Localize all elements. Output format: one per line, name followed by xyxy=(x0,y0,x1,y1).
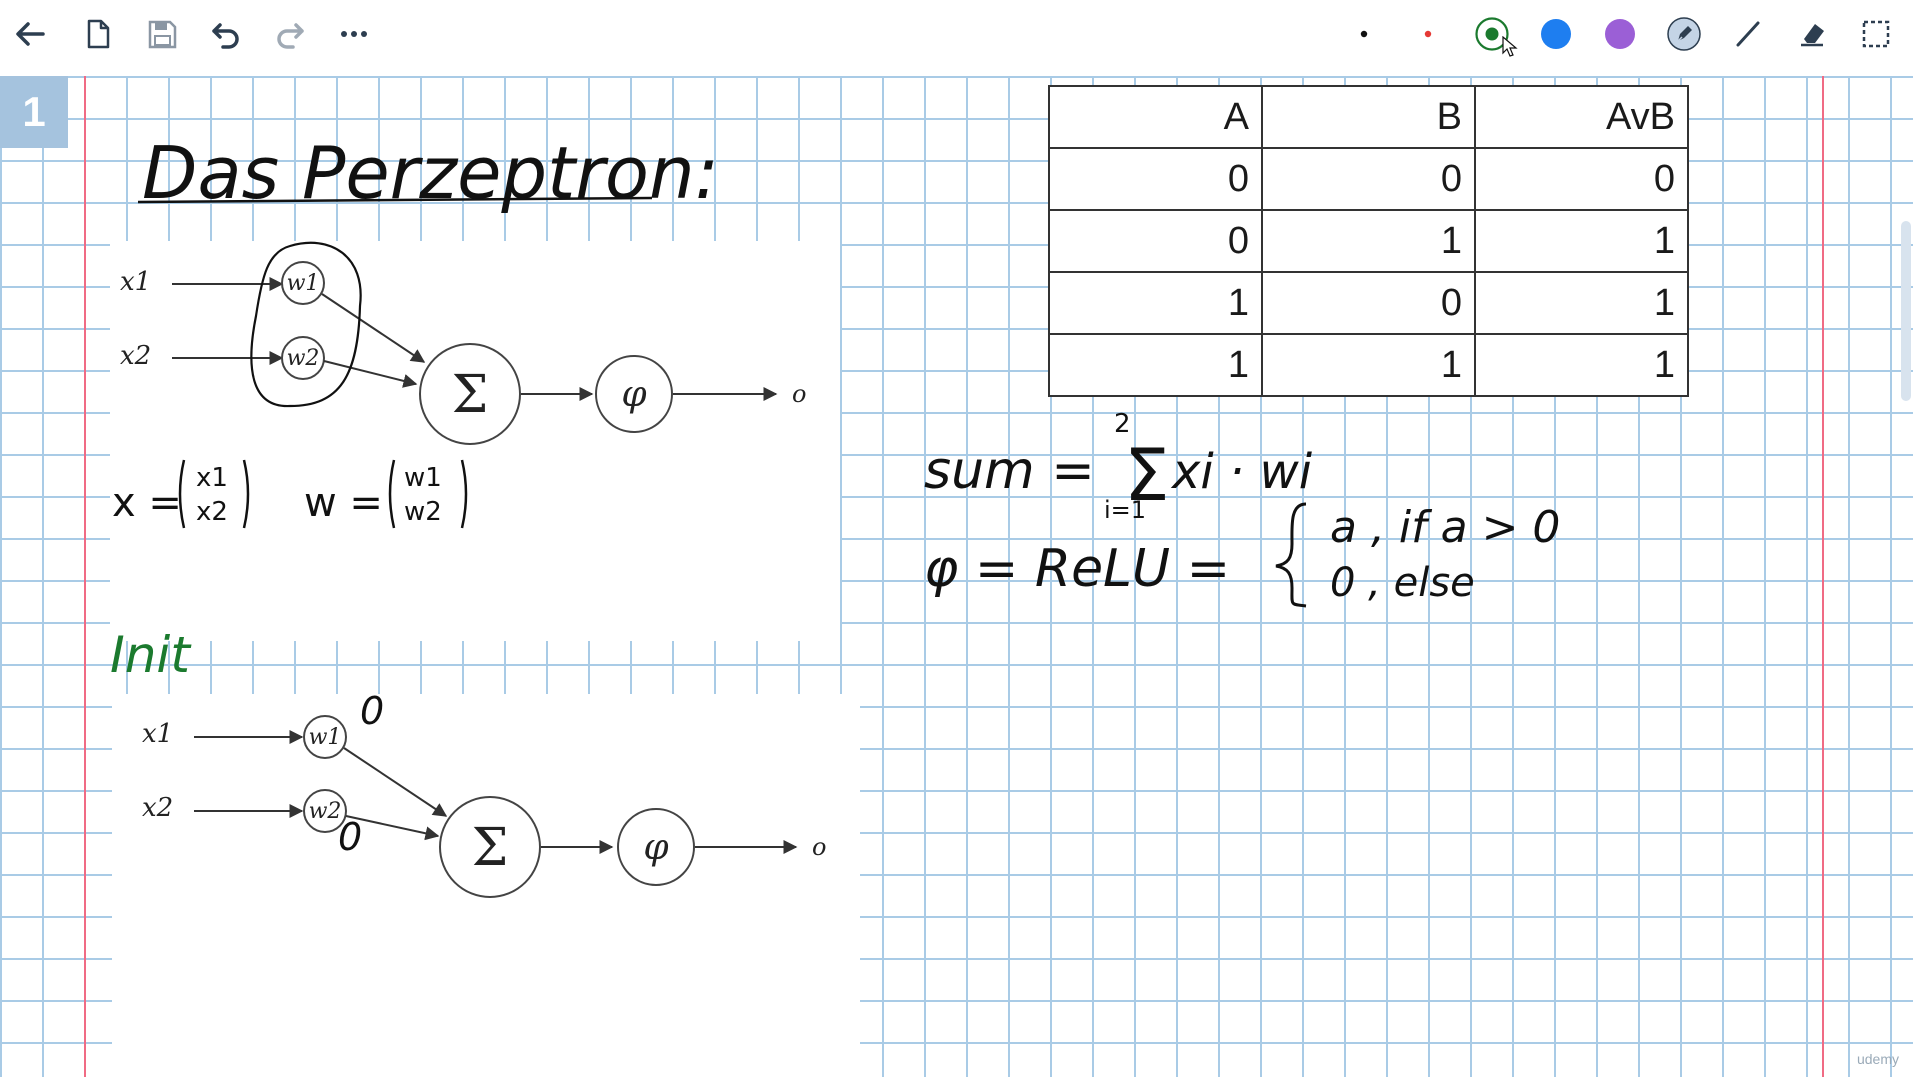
table-cell: 0 xyxy=(1261,147,1476,211)
undo-icon[interactable] xyxy=(204,12,248,56)
sum-lower-limit: i=1 xyxy=(1104,496,1146,524)
weight-value-2: 0 xyxy=(338,815,362,859)
thin-dot-icon[interactable] xyxy=(1342,12,1386,56)
table-header-cell: A xyxy=(1048,85,1263,149)
eraser-icon[interactable] xyxy=(1790,12,1834,56)
output-label: o xyxy=(792,380,806,408)
page-number-badge[interactable]: 1 xyxy=(0,76,68,148)
purple-color-icon[interactable] xyxy=(1598,12,1642,56)
weight-node-2 xyxy=(281,336,325,380)
activation-symbol: φ xyxy=(621,374,647,415)
input-x1-label: x1 xyxy=(142,719,173,749)
back-arrow-icon[interactable] xyxy=(8,12,52,56)
w-vector-label: w = xyxy=(304,480,383,526)
left-margin-line xyxy=(84,76,86,1077)
formulas: sum = Σ 2 i=1 xi · wi φ = ReLU = a , if … xyxy=(924,409,1560,608)
handwritten-lasso xyxy=(250,241,362,408)
more-icon[interactable] xyxy=(332,12,376,56)
table-cell: 0 xyxy=(1261,271,1476,335)
table-row: 0 1 1 xyxy=(1048,209,1689,273)
table-cell: 1 xyxy=(1474,333,1689,397)
x-vector-entry-2: x2 xyxy=(196,497,228,527)
sum-upper-limit: 2 xyxy=(1114,409,1131,439)
toolbar xyxy=(0,0,1913,70)
right-margin-line xyxy=(1822,76,1824,1077)
green-color-icon[interactable] xyxy=(1470,12,1514,56)
weight-value-1: 0 xyxy=(360,689,384,733)
table-cell: 1 xyxy=(1048,271,1263,335)
new-page-icon[interactable] xyxy=(76,12,120,56)
truth-table: A B AvB 0 0 0 0 1 1 1 0 1 1 1 1 xyxy=(1048,85,1689,397)
table-header-cell: B xyxy=(1261,85,1476,149)
sum-node xyxy=(419,343,521,445)
weight-w1-label: w1 xyxy=(287,271,320,296)
watermark: udemy xyxy=(1856,1051,1899,1067)
w-vector-entry-2: w2 xyxy=(404,497,442,527)
table-cell: 0 xyxy=(1048,209,1263,273)
select-tool-icon[interactable] xyxy=(1854,12,1898,56)
notebook-page[interactable]: 1 A B AvB 0 0 0 0 1 1 1 0 1 1 1 1 xyxy=(0,76,1913,1077)
sum-formula-lhs: sum = xyxy=(924,441,1095,501)
title-underline xyxy=(137,196,653,204)
case-1: a , if a > 0 xyxy=(1330,502,1560,553)
sum-formula-term: xi · wi xyxy=(1170,444,1313,500)
vector-definitions: x = x1 x2 w = w1 w2 xyxy=(112,459,468,529)
table-header-row: A B AvB xyxy=(1048,85,1689,149)
table-cell: 1 xyxy=(1261,209,1476,273)
table-cell: 1 xyxy=(1474,209,1689,273)
sum-symbol: Σ xyxy=(452,365,489,425)
case-2: 0 , else xyxy=(1330,560,1475,606)
sum-node xyxy=(439,796,541,898)
input-x1-label: x1 xyxy=(120,267,151,297)
activation-node xyxy=(595,355,673,433)
table-cell: 0 xyxy=(1048,147,1263,211)
table-cell: 1 xyxy=(1261,333,1476,397)
output-label: o xyxy=(812,833,826,861)
activation-node xyxy=(617,808,695,886)
blue-color-icon[interactable] xyxy=(1534,12,1578,56)
mouse-cursor-icon xyxy=(1502,36,1518,57)
table-cell: 1 xyxy=(1474,271,1689,335)
ink-layer: Das Perzeptron: x1 x2 w1 w2 Σ φ o x xyxy=(110,131,1560,898)
perceptron-diagram-2: x1 x2 w1 w2 Σ φ o 0 0 xyxy=(142,689,826,898)
weight-node-2 xyxy=(303,789,347,833)
vertical-scrollbar[interactable] xyxy=(1901,221,1911,401)
weight-w2-label: w2 xyxy=(309,799,342,824)
table-row: 1 0 1 xyxy=(1048,271,1689,335)
case-brace xyxy=(1275,502,1307,608)
w-vector-entry-1: w1 xyxy=(404,463,442,493)
weight-node-1 xyxy=(281,261,325,305)
table-cell: 0 xyxy=(1474,147,1689,211)
table-row: 1 1 1 xyxy=(1048,333,1689,397)
input-x2-label: x2 xyxy=(120,341,151,371)
sum-symbol: Σ xyxy=(472,818,509,878)
line-tool-icon[interactable] xyxy=(1726,12,1770,56)
sigma-symbol: Σ xyxy=(1124,433,1170,517)
x-vector-entry-1: x1 xyxy=(196,463,228,493)
perceptron-diagram-1: x1 x2 w1 w2 Σ φ o xyxy=(120,241,806,445)
red-dot-icon[interactable] xyxy=(1406,12,1450,56)
weight-w1-label: w1 xyxy=(309,725,342,750)
table-header-cell: AvB xyxy=(1474,85,1689,149)
init-label: Init xyxy=(110,626,192,684)
x-vector-label: x = xyxy=(112,480,182,526)
pen-tool-icon[interactable] xyxy=(1662,12,1706,56)
save-icon[interactable] xyxy=(140,12,184,56)
weight-node-1 xyxy=(303,715,347,759)
activation-symbol: φ xyxy=(643,827,669,868)
input-x2-label: x2 xyxy=(142,793,173,823)
table-cell: 1 xyxy=(1048,333,1263,397)
redo-icon[interactable] xyxy=(268,12,312,56)
phi-formula-lhs: φ = ReLU = xyxy=(924,539,1230,599)
weight-w2-label: w2 xyxy=(287,346,320,371)
table-row: 0 0 0 xyxy=(1048,147,1689,211)
